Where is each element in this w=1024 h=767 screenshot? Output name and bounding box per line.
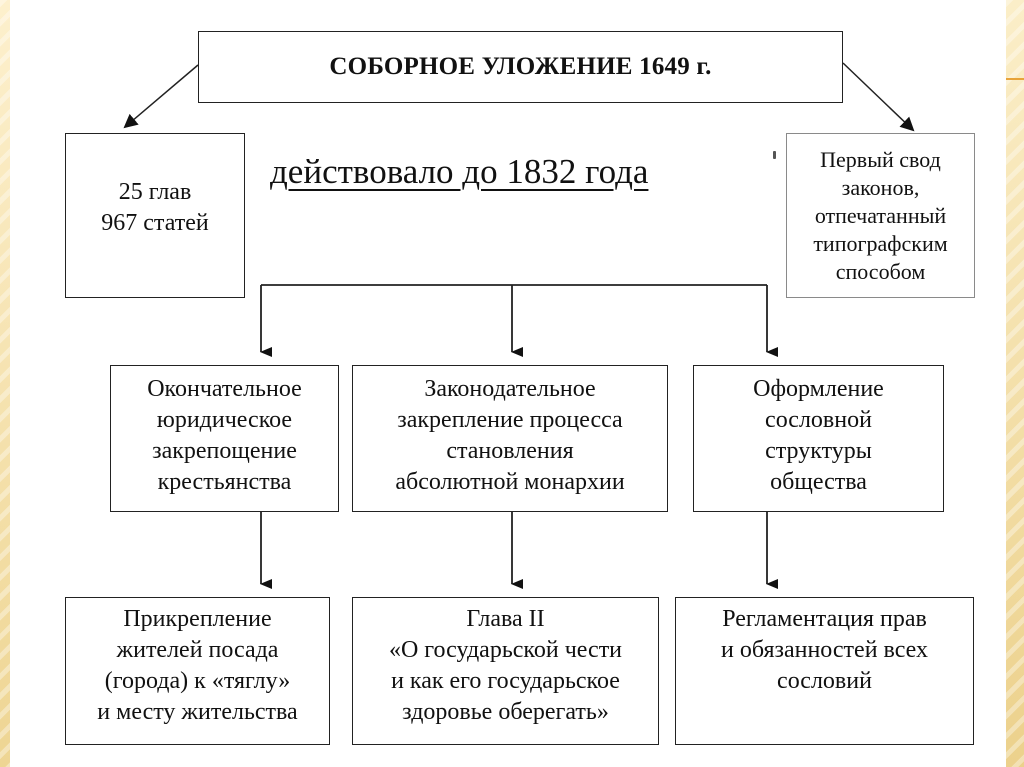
right-decorative-frame — [1006, 0, 1024, 767]
middle-box-absolute-monarchy: Законодательное закрепление процесса ста… — [352, 365, 668, 512]
orange-accent-line — [1006, 78, 1024, 80]
chapters-articles-box: 25 глав 967 статей — [65, 133, 245, 298]
stray-mark — [773, 151, 776, 159]
middle-box-text: Законодательное закрепление процесса ста… — [395, 376, 625, 495]
bottom-box-text: Прикрепление жителей посада (города) к «… — [97, 606, 298, 725]
chapters-articles-text: 25 глав 967 статей — [101, 179, 209, 236]
bottom-box-estate-rights: Регламентация прав и обязанностей всех с… — [675, 597, 974, 745]
middle-box-peasant-enslavement: Окончательное юридическое закрепощение к… — [110, 365, 339, 512]
middle-box-estate-structure: Оформление сословной структуры общества — [693, 365, 944, 512]
middle-box-text: Окончательное юридическое закрепощение к… — [147, 376, 302, 495]
first-printed-code-box: Первый свод законов, отпечатанный типогр… — [786, 133, 975, 298]
validity-subtitle: действовало до 1832 года — [270, 152, 649, 191]
title-box: СОБОРНОЕ УЛОЖЕНИЕ 1649 г. — [198, 31, 843, 103]
bottom-box-text: Регламентация прав и обязанностей всех с… — [720, 606, 929, 694]
bottom-box-chapter-two: Глава II «О государьской чести и как его… — [352, 597, 659, 745]
arrow-title-to-right-box — [842, 62, 915, 132]
bottom-box-posad-residents: Прикрепление жителей посада (города) к «… — [65, 597, 330, 745]
diagram-title: СОБОРНОЕ УЛОЖЕНИЕ 1649 г. — [329, 53, 712, 80]
bottom-box-text: Глава II «О государьской чести и как его… — [388, 606, 623, 725]
first-printed-code-text: Первый свод законов, отпечатанный типогр… — [813, 146, 948, 284]
left-decorative-frame — [0, 0, 10, 767]
middle-box-text: Оформление сословной структуры общества — [753, 376, 884, 495]
arrow-title-to-left-box — [123, 64, 199, 129]
